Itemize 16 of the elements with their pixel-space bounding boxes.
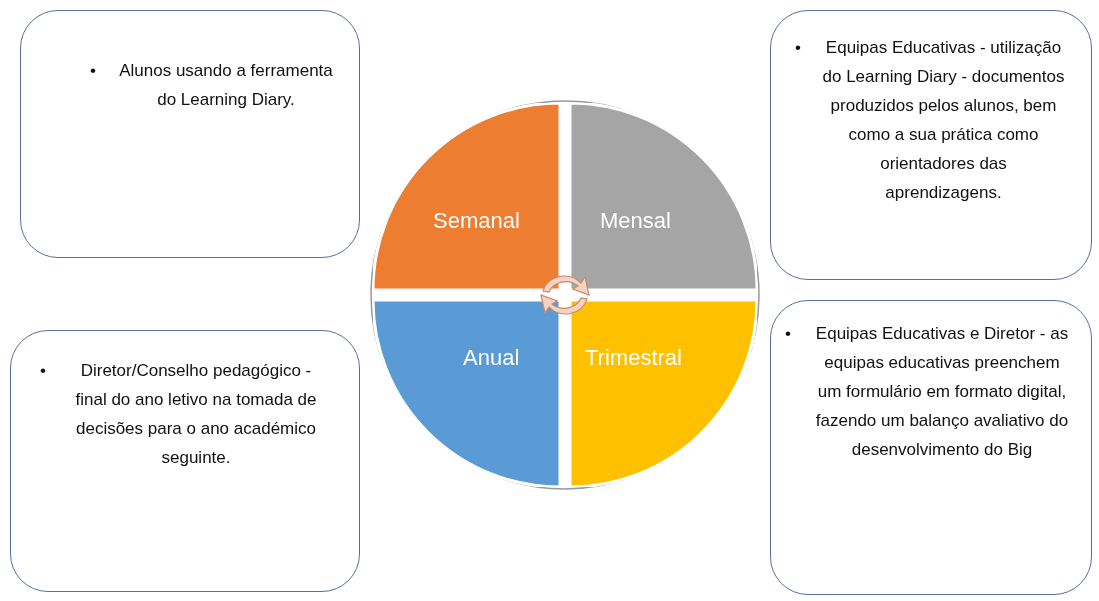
bullet-text: Equipas Educativas e Diretor - as equipas educativas preenchem um formulário em formato digital, fazendo um balanço avaliativo do desenvolvimento do Big	[815, 324, 1069, 459]
text-box	[770, 300, 1092, 595]
bullet: •	[90, 60, 96, 82]
bullet: •	[795, 37, 801, 59]
text-box	[10, 330, 360, 592]
text-box	[770, 10, 1092, 280]
bullet-text: Diretor/Conselho pedagógico - final do ano letivo na tomada de decisões para o ano académico seguinte.	[75, 361, 317, 467]
quadrant-label: Anual	[463, 345, 520, 371]
quadrant-label: Semanal	[433, 208, 520, 234]
text-box	[20, 10, 360, 258]
bullet: •	[40, 360, 46, 382]
bullet-text: Equipas Educativas - utilização do Learning Diary - documentos produzidos pelos alunos, bem como a sua prática como orientadores das aprendizagens.	[822, 38, 1065, 202]
quadrant-label: Mensal	[600, 208, 671, 234]
bullet: •	[785, 323, 791, 345]
bullet-text: Alunos usando a ferramenta do Learning Diary.	[119, 61, 333, 109]
quadrant-label: Trimestral	[585, 345, 682, 371]
